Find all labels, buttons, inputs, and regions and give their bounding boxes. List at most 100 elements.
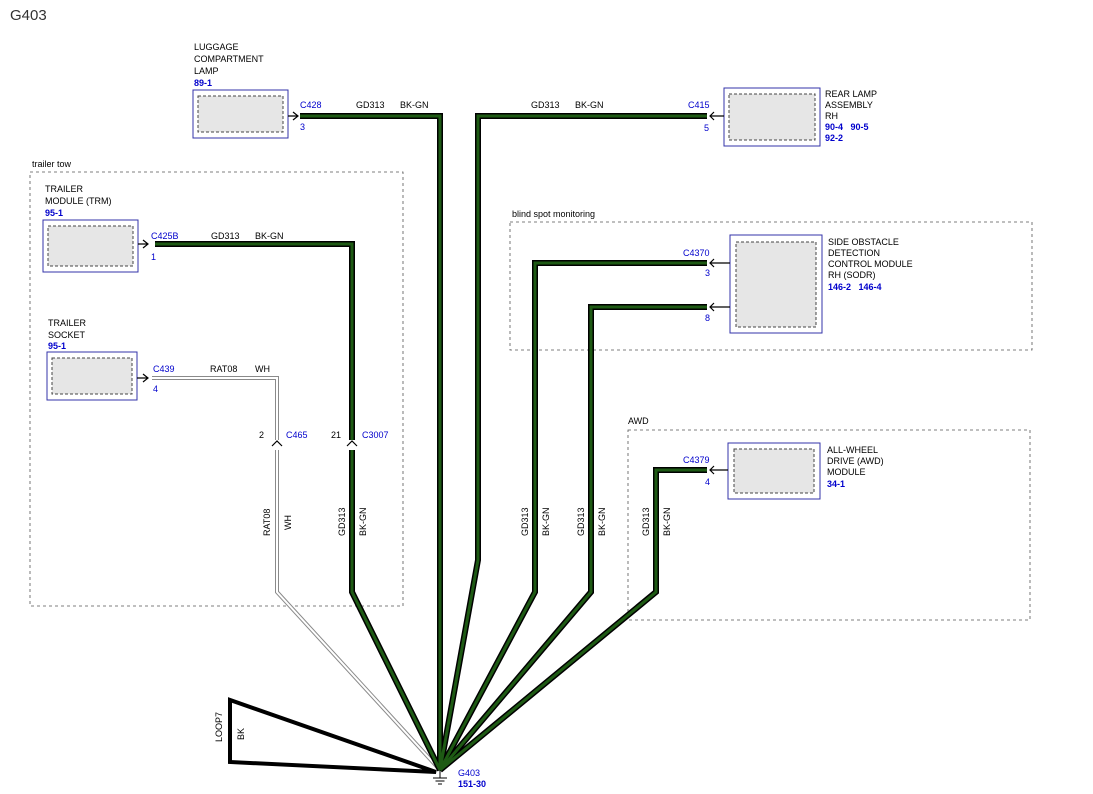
wire-rear-lamp-circuit: GD313: [531, 100, 560, 110]
trailer-socket-label-2: SOCKET: [48, 330, 86, 340]
group-label-trailer-tow: trailer tow: [32, 159, 72, 169]
c4379-pin: 4: [705, 477, 710, 487]
connector-pins: [137, 111, 730, 475]
c425b-pin: 1: [151, 252, 156, 262]
c439-pin: 4: [153, 384, 158, 394]
luggage-lamp-label-3: LAMP: [194, 66, 219, 76]
sodr-inner: [735, 241, 817, 328]
luggage-lamp-inner: [197, 95, 284, 133]
wire-loop7: [228, 697, 437, 774]
wire-loop7-color-vertical: BK: [236, 728, 246, 740]
rear-lamp-label-3: RH: [825, 111, 838, 121]
c4379-name[interactable]: C4379: [683, 455, 710, 465]
wire-rat08-circuit-vertical: RAT08: [262, 509, 272, 536]
page-title: G403: [10, 7, 47, 24]
wire-sodr-8-color-vertical: BK-GN: [597, 507, 607, 536]
group-awd: [627, 429, 1031, 621]
wire-trm-color: BK-GN: [255, 231, 284, 241]
c3007-pin: 21: [331, 430, 341, 440]
awd-inner: [733, 448, 815, 494]
sodr-ref[interactable]: 146-2 146-4: [828, 282, 882, 292]
c428-pin-symbol: [288, 111, 299, 121]
wire-trm: [155, 242, 442, 771]
trm-ref[interactable]: 95-1: [45, 208, 63, 218]
wire-trm-outline: [155, 241, 443, 772]
c425b-pin-symbol: [138, 239, 149, 249]
wire-rat08-circuit: RAT08: [210, 364, 237, 374]
c465-gap: [270, 440, 284, 450]
c465-name[interactable]: C465: [286, 430, 308, 440]
sodr-label-3: CONTROL MODULE: [828, 259, 913, 269]
wire-sodr-8-circuit-vertical: GD313: [576, 507, 586, 536]
ground-symbol-icon: [433, 770, 447, 785]
sodr-label-2: DETECTION: [828, 248, 880, 258]
c4370-name[interactable]: C4370: [683, 248, 710, 258]
wire-awd: [439, 468, 707, 772]
wire-trm-color-vertical: BK-GN: [358, 507, 368, 536]
c439-name[interactable]: C439: [153, 364, 175, 374]
c4370-pin-8: 8: [705, 313, 710, 323]
c439-pin-symbol: [137, 373, 149, 383]
c428-pin: 3: [300, 122, 305, 132]
luggage-lamp-label-2: COMPARTMENT: [194, 54, 264, 64]
luggage-lamp-ref[interactable]: 89-1: [194, 78, 212, 88]
c415-pin: 5: [704, 123, 709, 133]
wire-trm-circuit-vertical: GD313: [337, 507, 347, 536]
trailer-socket-ref[interactable]: 95-1: [48, 341, 66, 351]
c415-pin-symbol: [709, 111, 724, 121]
wire-luggage-outline: [300, 113, 443, 770]
awd-label-3: MODULE: [827, 467, 866, 477]
group-label-awd: AWD: [628, 416, 649, 426]
c465-pin: 2: [259, 430, 264, 440]
wires: [152, 113, 707, 774]
sodr-label-4: RH (SODR): [828, 270, 876, 280]
sodr-label-1: SIDE OBSTACLE: [828, 237, 899, 247]
c4370-pin3-symbol: [709, 258, 730, 268]
wire-rat08-color-vertical: WH: [283, 515, 293, 530]
rear-lamp-ref-1[interactable]: 90-4 90-5: [825, 122, 869, 132]
c425b-name[interactable]: C425B: [151, 231, 179, 241]
wire-sodr-8: [438, 305, 707, 771]
wire-luggage: [300, 114, 442, 770]
wire-rear-lamp: [438, 114, 707, 771]
wire-sodr-3-color-vertical: BK-GN: [541, 507, 551, 536]
wire-awd-color-vertical: BK-GN: [662, 507, 672, 536]
c415-name[interactable]: C415: [688, 100, 710, 110]
awd-label-1: ALL-WHEEL: [827, 445, 878, 455]
rear-lamp-label-2: ASSEMBLY: [825, 100, 873, 110]
c4370-pin8-symbol: [709, 302, 730, 312]
ground-name[interactable]: G403: [458, 768, 480, 778]
wire-sodr-3: [438, 261, 707, 771]
awd-label-2: DRIVE (AWD): [827, 456, 884, 466]
rear-lamp-label-1: REAR LAMP: [825, 89, 877, 99]
trailer-socket-inner: [51, 357, 133, 395]
group-trailer-tow: [29, 171, 404, 607]
c3007-name[interactable]: C3007: [362, 430, 389, 440]
wire-rear-lamp-color: BK-GN: [575, 100, 604, 110]
c428-name[interactable]: C428: [300, 100, 322, 110]
rear-lamp-inner: [728, 93, 816, 141]
c3007-gap: [344, 440, 360, 450]
rear-lamp-ref-2[interactable]: 92-2: [825, 133, 843, 143]
wire-awd-circuit-vertical: GD313: [641, 507, 651, 536]
group-blind-spot: [509, 221, 1033, 351]
trm-label-1: TRAILER: [45, 184, 84, 194]
awd-ref[interactable]: 34-1: [827, 479, 845, 489]
luggage-lamp-label-1: LUGGAGE: [194, 42, 239, 52]
trm-label-2: MODULE (TRM): [45, 196, 112, 206]
wire-luggage-circuit: GD313: [356, 100, 385, 110]
wire-rat08: [152, 377, 441, 771]
group-label-blind-spot: blind spot monitoring: [512, 209, 595, 219]
c4370-pin-3: 3: [705, 268, 710, 278]
trm-inner: [47, 225, 134, 267]
wire-loop7-circuit-vertical: LOOP7: [214, 712, 224, 742]
trailer-socket-label-1: TRAILER: [48, 318, 87, 328]
wire-trm-circuit: GD313: [211, 231, 240, 241]
c4379-pin-symbol: [709, 465, 728, 475]
ground-ref[interactable]: 151-30: [458, 779, 486, 789]
wire-sodr-3-circuit-vertical: GD313: [520, 507, 530, 536]
c3007-pin-symbol: [346, 440, 358, 447]
wire-rat08-color: WH: [255, 364, 270, 374]
wire-luggage-color: BK-GN: [400, 100, 429, 110]
